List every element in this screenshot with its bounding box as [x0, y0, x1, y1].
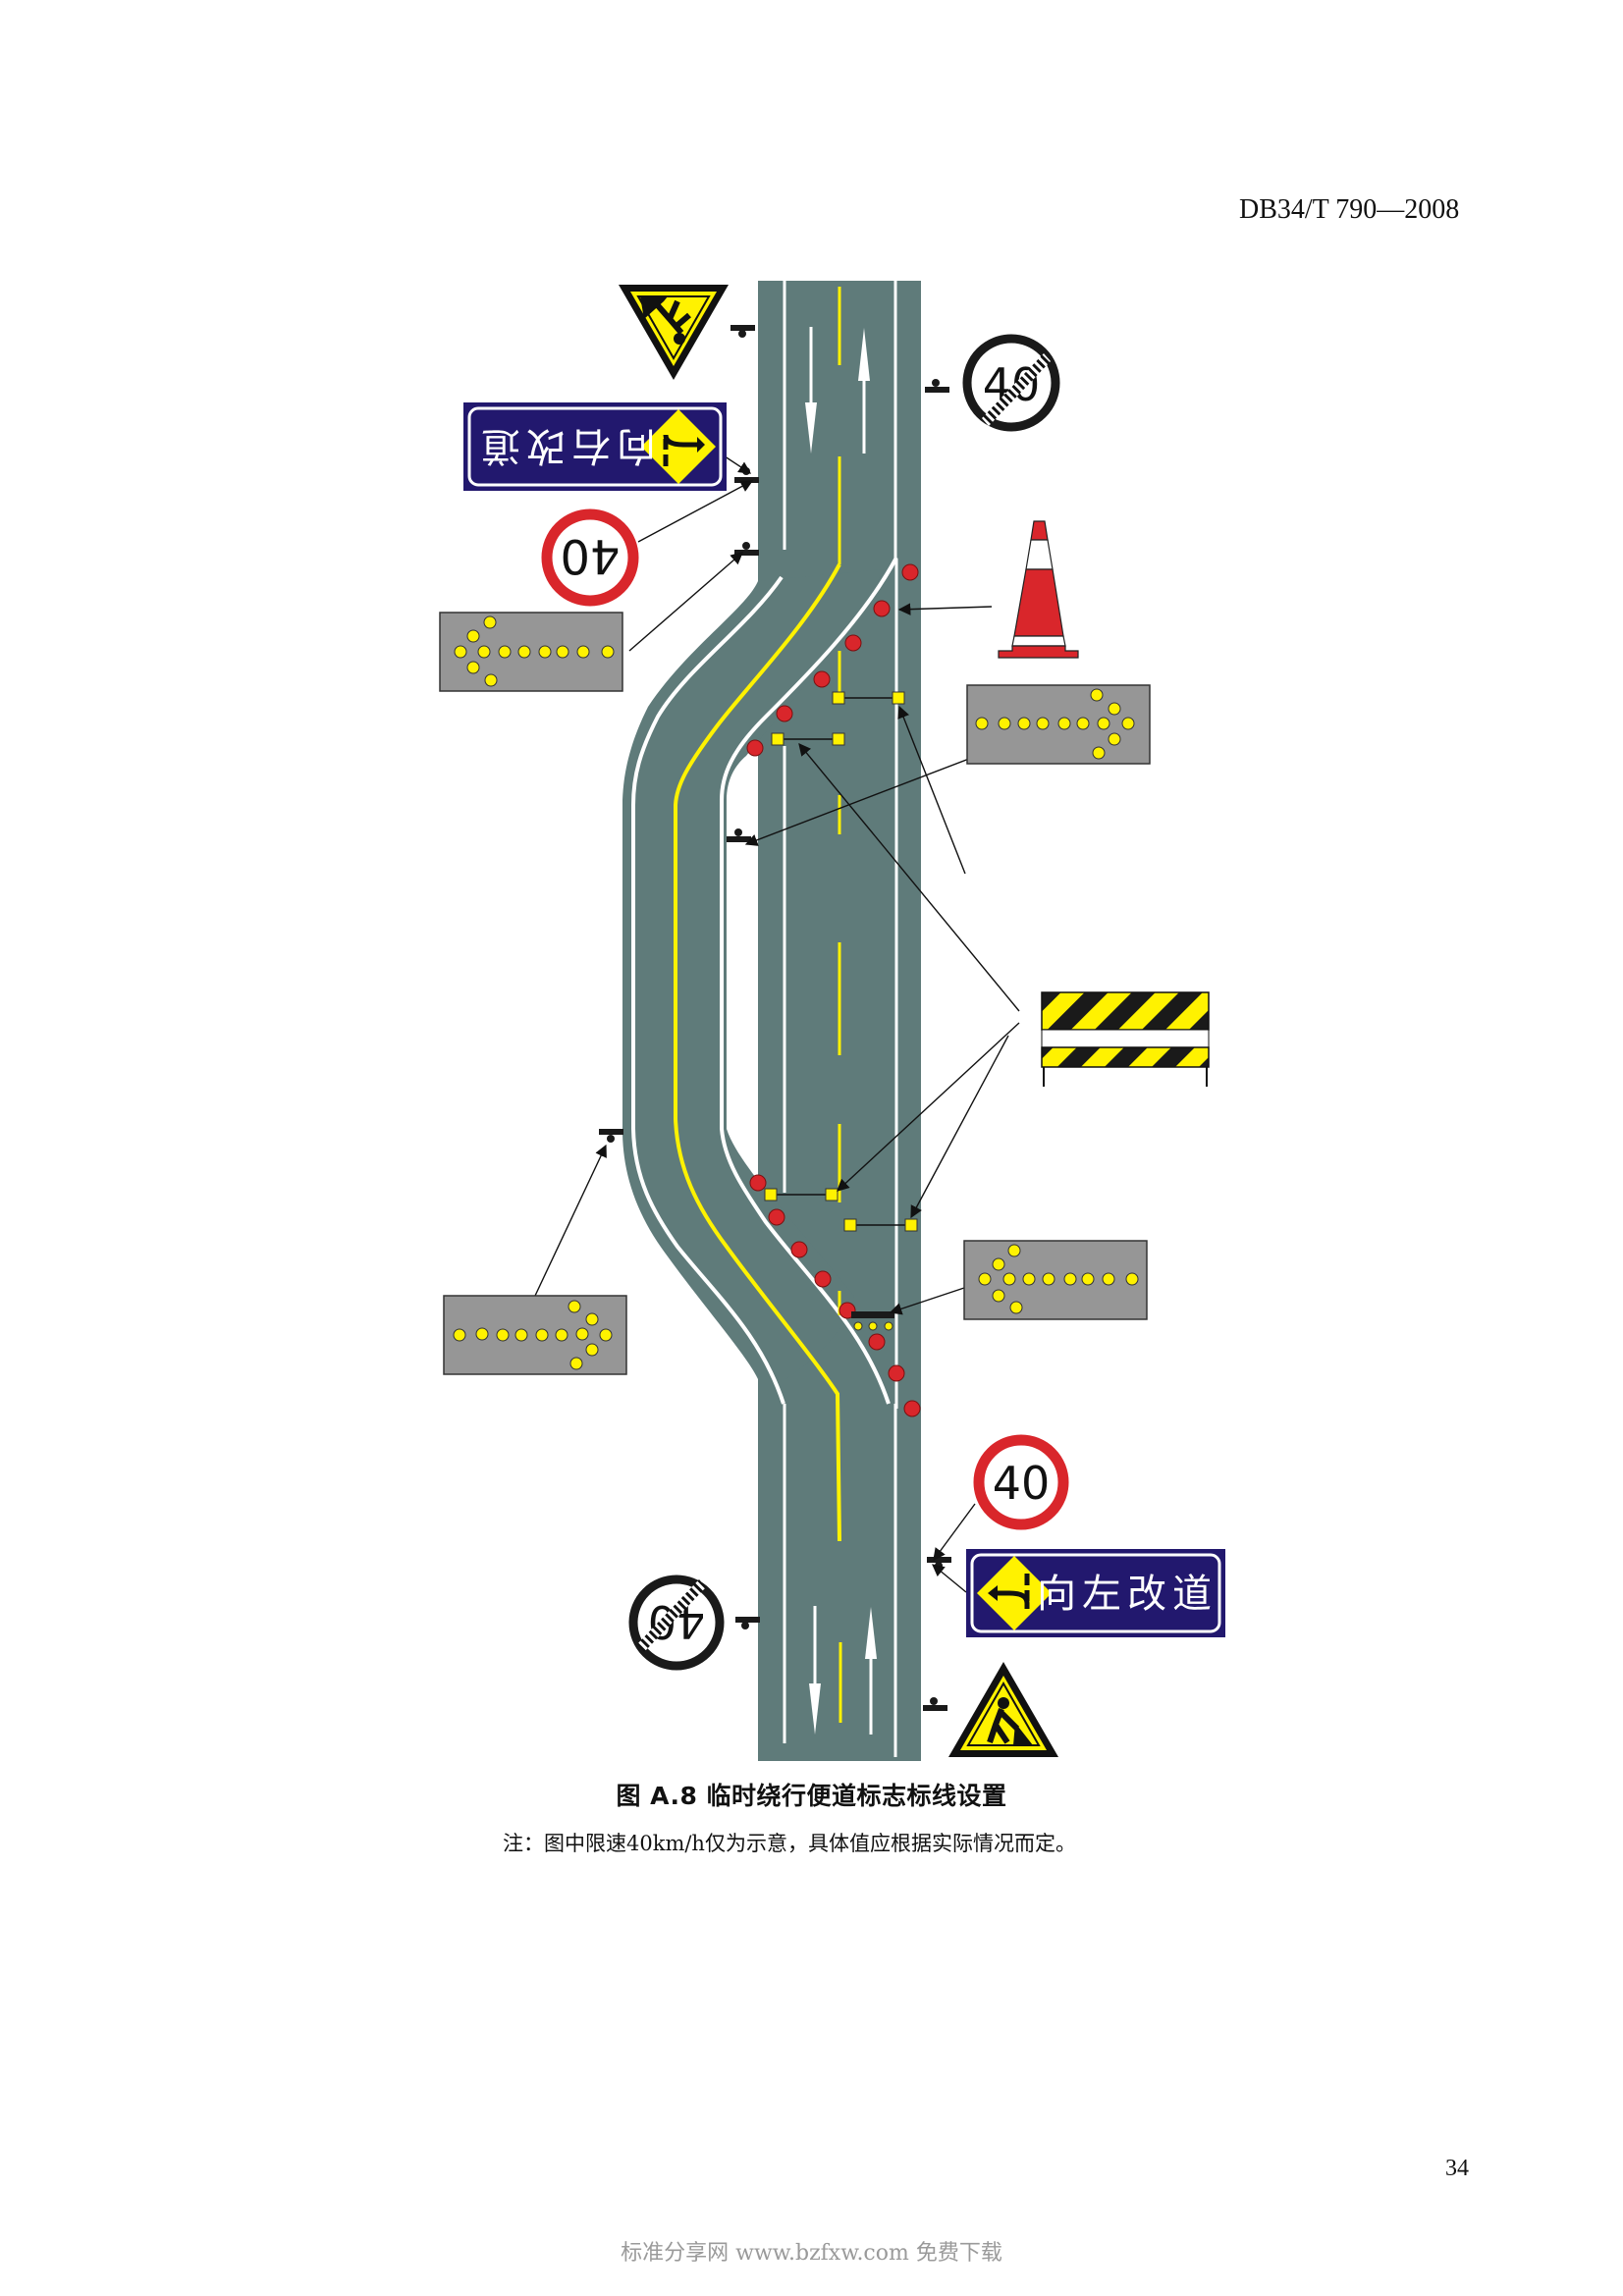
detour-inner-edge-line	[720, 557, 898, 1405]
cone-marker	[776, 705, 793, 722]
speed-limit-sign-upside-down: 40	[541, 508, 639, 607]
lane-change-right-text: 向右改道	[475, 423, 656, 468]
sign-post	[923, 1697, 947, 1711]
barrier-marker	[764, 1188, 778, 1201]
down-arrow-marking	[809, 1606, 821, 1735]
figure-title: 图 A.8 临时绕行便道标志标线设置	[616, 1782, 1007, 1810]
cone-marker	[901, 563, 919, 581]
cone-marker	[746, 739, 764, 757]
cone-markers	[746, 563, 921, 1417]
cone-marker	[888, 1364, 905, 1382]
barrier-marker	[832, 691, 845, 705]
sign-post	[727, 828, 751, 842]
sign-post	[925, 379, 949, 393]
speed-limit-value: 40	[993, 1457, 1051, 1510]
sign-post	[599, 1129, 623, 1143]
cone-marker	[813, 670, 831, 688]
up-arrow-marking	[865, 1607, 877, 1735]
sign-post	[927, 1557, 951, 1570]
down-arrow-marking	[805, 327, 817, 454]
barrier-marker	[892, 691, 905, 705]
figure-note: 注：图中限速40km/h仅为示意，具体值应根据实际情况而定。	[503, 1832, 1076, 1855]
barrier-marker	[843, 1218, 857, 1232]
standard-code: DB34/T 790—2008	[1239, 194, 1460, 225]
watermark: 标准分享网 www.bzfxw.com 免费下载	[621, 2241, 1002, 2266]
barrier-marker	[825, 1188, 839, 1201]
sign-post	[735, 1617, 760, 1629]
sign-post	[730, 325, 755, 338]
barrier-marker	[904, 1218, 918, 1232]
cone-marker	[903, 1400, 921, 1417]
road-barrier-illustration	[1041, 991, 1210, 1087]
arrow-board-right	[966, 684, 1151, 765]
end-speed-limit-sign-upside-down: 40	[628, 1575, 725, 1671]
cone-marker	[749, 1174, 767, 1192]
sign-post	[734, 542, 759, 556]
cone-marker	[844, 634, 862, 652]
arrow-board-left-lower	[963, 1240, 1148, 1320]
page-number: 34	[1445, 2156, 1469, 2181]
speed-limit-value: 40	[560, 528, 620, 583]
barrier-marker	[771, 732, 784, 746]
barrier-marker	[832, 732, 845, 746]
cone-marker	[868, 1333, 886, 1351]
work-zone-warning-sign	[948, 1662, 1058, 1757]
traffic-cone-illustration	[998, 520, 1079, 659]
end-speed-limit-value: 40	[983, 358, 1041, 411]
arrow-board-left	[439, 612, 623, 692]
main-road	[622, 281, 921, 1761]
lane-change-left-text: 向左改道	[1037, 1572, 1217, 1617]
end-speed-limit-sign: 40	[962, 334, 1060, 432]
lane-change-left-sign: 向左改道	[966, 1549, 1225, 1637]
cone-marker	[873, 600, 891, 617]
barrier-markers	[764, 691, 918, 1331]
cone-marker	[790, 1241, 808, 1258]
cone-marker	[768, 1208, 785, 1226]
cone-marker	[814, 1270, 832, 1288]
speed-limit-sign: 40	[973, 1434, 1069, 1530]
detour-outer-edge-line	[631, 575, 785, 1405]
arrow-board-right-lower	[443, 1295, 627, 1375]
detour-center-line	[674, 563, 841, 1542]
up-arrow-marking	[858, 328, 870, 454]
lane-change-right-sign: 向右改道	[463, 402, 727, 491]
sign-post	[734, 467, 759, 483]
arrow-board-marker	[851, 1311, 894, 1318]
work-zone-warning-sign	[619, 285, 729, 380]
